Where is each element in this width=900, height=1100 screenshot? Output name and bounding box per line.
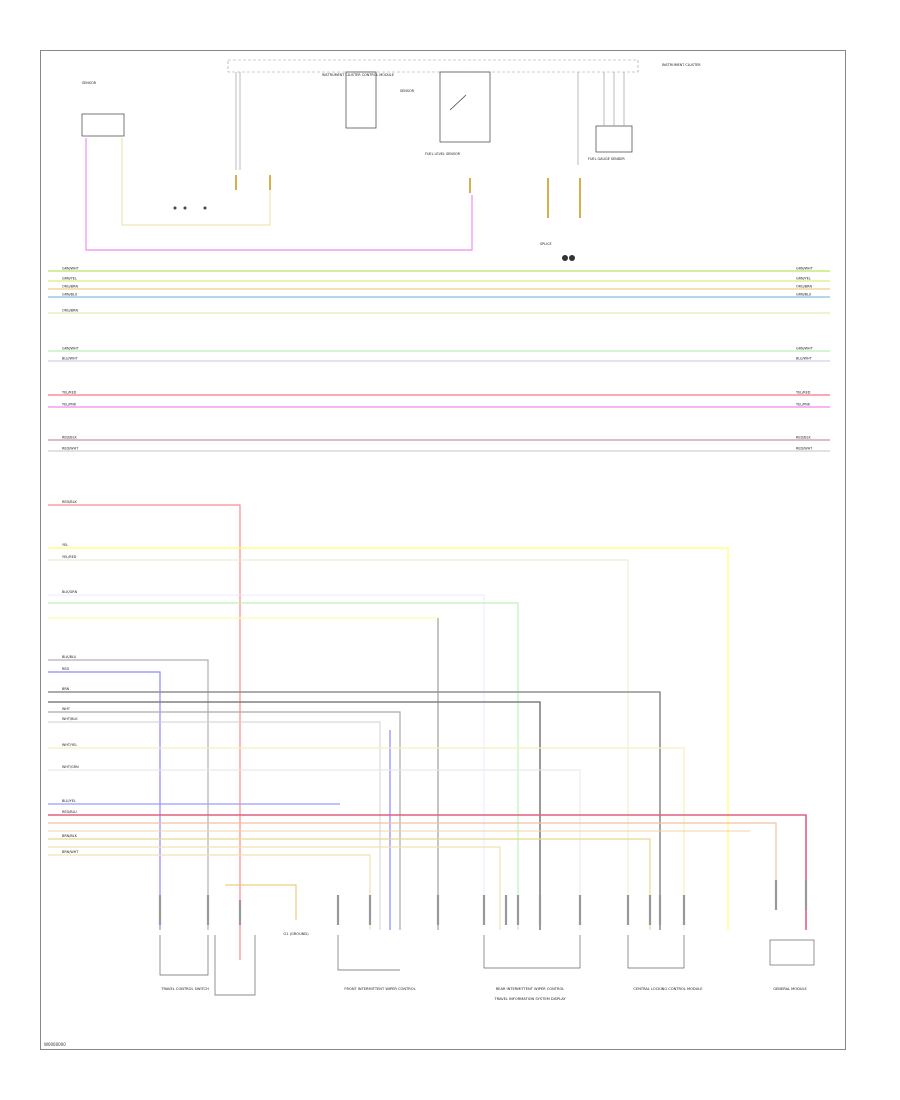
splice-label: SPLICE: [540, 242, 552, 246]
switch-box: [439, 71, 491, 143]
sensor-left-label: SENSOR: [82, 81, 97, 85]
diagram-frame: [40, 50, 846, 1050]
pink-wire: [85, 138, 473, 251]
pale-yellow-wire: [121, 138, 271, 226]
fuel-gauge-sender-label: FUEL GAUGE SENDER: [588, 157, 625, 161]
bus-label-left: RED/BLK: [62, 436, 77, 440]
bus-label-left: GRN/WHT: [62, 347, 80, 351]
bus-label-left: BLU/WHT: [62, 357, 79, 361]
wire-label-wht-blk: WHT/BLK: [62, 717, 78, 721]
wire-label-brn-wht: BRN/WHT: [62, 850, 79, 854]
instrument-cluster-box: [227, 59, 639, 73]
bus-label-left: YEL/RED: [62, 391, 77, 395]
bus-label-left: GRN/BLU: [62, 293, 78, 297]
wire-label-blk-grn: BLK/GRN: [62, 590, 78, 594]
fuel-level-sensor-label: FUEL LEVEL SENSOR: [425, 152, 461, 156]
wire-label-blu-yel: BLU/YEL: [62, 799, 76, 803]
wire-label-red: RED: [62, 667, 69, 671]
wire-label-group: RED/BLK YEL YEL/RED BLK/GRN BLK/BLU RED …: [62, 500, 79, 854]
wire-label-brn: BRN: [62, 687, 70, 691]
bus-label-left: ORG/BRN: [62, 309, 78, 313]
caption-front-wiper-control: FRONT INTERMITTENT WIPER CONTROL: [344, 987, 415, 991]
lower-wire-group: [48, 504, 807, 960]
bus-label-left: GRN/WHT: [62, 267, 80, 271]
cluster-control-module-label: INSTRUMENT CLUSTER CONTROL MODULE: [322, 73, 394, 77]
bus-label-right: ORG/BRN: [796, 285, 812, 289]
bus-label-right: YEL/RED: [796, 391, 811, 395]
caption-general-module: GENERAL MODULE: [773, 987, 807, 991]
wire-label-brn-blk: BRN/BLK: [62, 834, 78, 838]
bus-label-right: RED/WHT: [796, 447, 813, 451]
bus-label-left: ORG/BRN: [62, 285, 78, 289]
wire-label-yel: YEL: [62, 543, 68, 547]
instrument-cluster-label: INSTRUMENT CLUSTER: [662, 63, 701, 67]
sensor-right-label: SENSOR: [400, 89, 415, 93]
bus-label-right: GRN/WHT: [796, 267, 814, 271]
caption-travel-information-display: TRAVEL INFORMATION SYSTEM DISPLAY: [493, 997, 566, 1001]
bus-label-right: RED/BLK: [796, 436, 811, 440]
bus-label-left: YEL/PNK: [62, 403, 77, 407]
bus-label-right: GRN/WHT: [796, 347, 814, 351]
wire-label-wht-grn: WHT/GRN: [62, 765, 79, 769]
bus-label-left: GRN/YEL: [62, 277, 77, 281]
sensor-center-box: [345, 71, 377, 129]
bus-label-right: YEL/PNK: [796, 403, 811, 407]
page-ref: W0000000: [44, 1042, 66, 1047]
bottom-component-group: G1 (GROUND) TRAVEL CONTROL SWITCH FRONT …: [158, 880, 815, 1001]
wire-label-yel-red: YEL/RED: [62, 555, 77, 559]
bus-label-right: GRN/BLU: [796, 293, 812, 297]
bus-label-right: BLU/WHT: [796, 357, 813, 361]
sensor-left-box: [81, 113, 125, 137]
wire-label-blk-blu: BLK/BLU: [62, 655, 77, 659]
ground-label: G1 (GROUND): [283, 932, 309, 936]
bus-label-left: RED/WHT: [62, 447, 79, 451]
wire-label-red-blu: RED/BLU: [62, 810, 77, 814]
top-component-group: INSTRUMENT CLUSTER INSTRUMENT CLUSTER CO…: [81, 59, 701, 261]
wire-label-wht-yel: WHT/YEL: [62, 743, 77, 747]
bus-line-group: GRN/WHT GRN/WHT GRN/YEL GRN/YEL ORG/BRN ORG/B…: [48, 267, 830, 452]
fuel-gauge-box: [595, 125, 633, 153]
bus-label-right: GRN/YEL: [796, 277, 811, 281]
wire-label-red-blk: RED/BLK: [62, 500, 77, 504]
caption-rear-wiper-control: REAR INTERMITTENT WIPER CONTROL: [496, 987, 565, 991]
caption-travel-control-switch: TRAVEL CONTROL SWITCH: [160, 987, 209, 991]
wire-label-wht: WHT: [62, 707, 71, 711]
caption-central-locking-module: CENTRAL LOCKING CONTROL MODULE: [633, 987, 703, 991]
